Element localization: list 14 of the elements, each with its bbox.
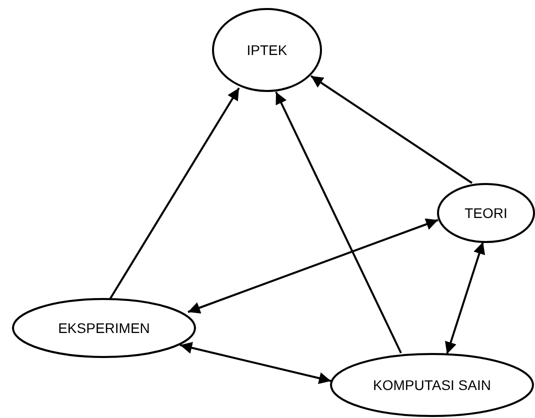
node-label: EKSPERIMEN (58, 320, 150, 336)
node-label: IPTEK (246, 42, 288, 58)
node-label: TEORI (464, 205, 508, 221)
arrow (444, 242, 486, 354)
node-label: KOMPUTASI SAIN (373, 377, 491, 393)
arrow (188, 218, 438, 314)
ellipse-node (330, 353, 534, 417)
arrow (275, 92, 402, 354)
ellipse-node (212, 8, 322, 92)
arrow (180, 342, 332, 384)
ellipse-node (12, 298, 196, 358)
arrow (310, 75, 473, 184)
ellipse-node (437, 183, 535, 243)
arrow (109, 87, 240, 300)
